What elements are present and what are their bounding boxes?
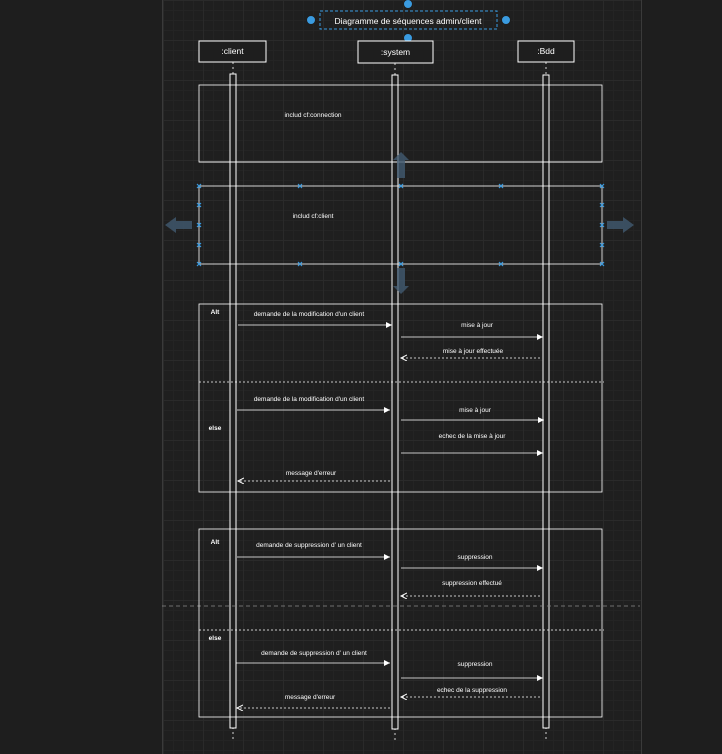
message-label: echec de la suppression: [437, 687, 507, 694]
frame-client-label: includ cf:client: [293, 213, 334, 220]
participant-system-label: :system: [381, 47, 410, 57]
participant-client-label: :client: [221, 46, 244, 56]
message-label: demande de suppression d' un client: [256, 542, 362, 549]
title-text: Diagramme de séquences admin/client: [335, 16, 483, 26]
message-arrow[interactable]: mise à jour: [401, 407, 544, 423]
participant-system[interactable]: :system: [357, 40, 434, 740]
message-arrow[interactable]: demande de la modification d'un client: [237, 396, 390, 413]
arrow-down-guide-icon[interactable]: [393, 268, 409, 294]
message-label: demande de suppression d' un client: [261, 650, 367, 657]
message-label: demande de la modification d'un client: [254, 311, 365, 318]
return-message-arrow[interactable]: echec de la suppression: [401, 687, 540, 697]
rotate-handle-icon[interactable]: [403, 0, 413, 9]
arrow-up-guide-icon[interactable]: [393, 152, 409, 178]
resize-handles[interactable]: [196, 183, 605, 267]
message-arrow[interactable]: suppression: [401, 554, 543, 571]
diagram-title[interactable]: Diagramme de séquences admin/client: [306, 0, 511, 43]
message-arrow[interactable]: echec de la mise à jour: [401, 433, 543, 456]
frame-client[interactable]: includ cf:client: [196, 183, 605, 267]
alt-label: Alt: [211, 309, 221, 316]
participant-client[interactable]: :client: [198, 40, 267, 740]
activation-system[interactable]: [391, 74, 399, 730]
return-message-arrow[interactable]: message d'erreur: [238, 470, 390, 481]
message-label: suppression: [457, 661, 492, 668]
message-label: mise à jour: [461, 322, 494, 329]
else-label: else: [209, 635, 222, 642]
alt-fragment-modification[interactable]: Alt else demande de la modification d'un…: [198, 303, 604, 493]
arrow-left-guide-icon[interactable]: [165, 217, 192, 233]
arrow-right-guide-icon[interactable]: [607, 217, 634, 233]
message-arrow[interactable]: demande de suppression d' un client: [236, 650, 390, 666]
message-label: message d'erreur: [285, 694, 336, 701]
frame-connection-label: includ cf:connection: [284, 112, 341, 119]
drawing-page: [162, 0, 642, 754]
participant-bdd-label: :Bdd: [537, 46, 555, 56]
participant-bdd[interactable]: :Bdd: [517, 40, 575, 740]
message-label: suppression: [457, 554, 492, 561]
message-arrow[interactable]: demande de suppression d' un client: [237, 542, 390, 560]
left-connect-handle-icon[interactable]: [306, 15, 316, 25]
title-selection-box: [319, 10, 498, 30]
return-message-arrow[interactable]: suppression effectué: [401, 580, 540, 596]
message-label: message d'erreur: [286, 470, 337, 477]
message-label: demande de la modification d'un client: [254, 396, 365, 403]
alt-label: Alt: [211, 539, 221, 546]
message-label: suppression effectué: [442, 580, 502, 587]
return-message-arrow[interactable]: message d'erreur: [237, 694, 390, 708]
return-message-arrow[interactable]: mise à jour effectuée: [401, 348, 540, 358]
activation-client[interactable]: [229, 73, 237, 729]
message-label: mise à jour: [459, 407, 492, 414]
message-label: mise à jour effectuée: [443, 348, 504, 355]
message-arrow[interactable]: demande de la modification d'un client: [238, 311, 392, 328]
right-connect-handle-icon[interactable]: [501, 15, 511, 25]
message-arrow[interactable]: suppression: [401, 661, 543, 681]
frame-connection[interactable]: includ cf:connection: [198, 84, 603, 163]
message-arrow[interactable]: mise à jour: [401, 322, 543, 340]
else-label: else: [209, 425, 222, 432]
alt-fragment-suppression[interactable]: Alt else demande de suppression d' un cl…: [198, 528, 604, 718]
message-label: echec de la mise à jour: [439, 433, 507, 440]
activation-bdd[interactable]: [542, 74, 550, 729]
